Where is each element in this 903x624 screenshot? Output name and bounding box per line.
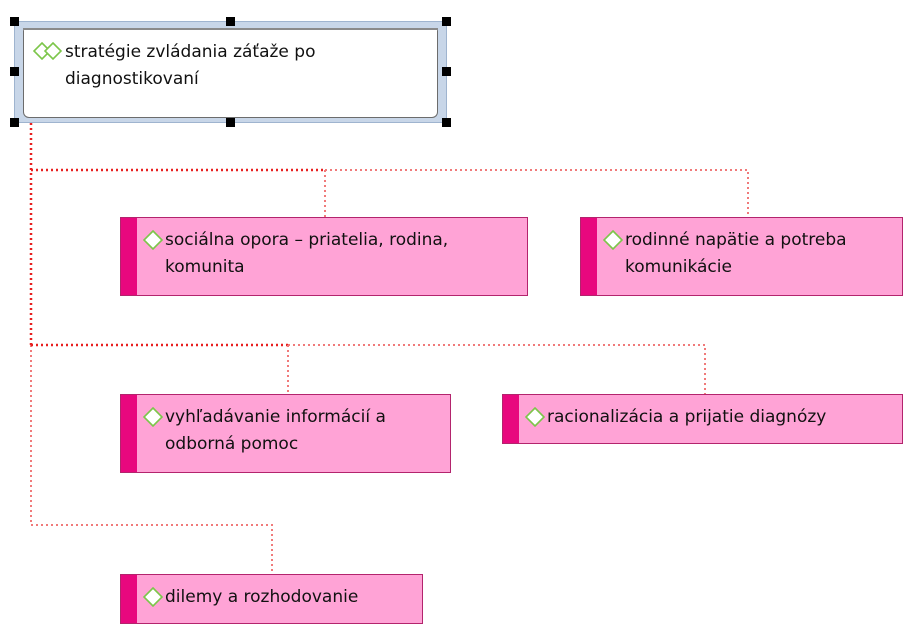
double-diamond-icon [33,42,63,60]
resize-handle-top-right[interactable] [442,17,451,26]
node-label: rodinné napätie a potreba komunikácie [625,230,847,277]
root-node-label: stratégie zvládania záťaže po diagnostik… [65,42,316,89]
diamond-icon [143,407,163,427]
node-rodinne-napatie[interactable]: rodinné napätie a potreba komunikácie [580,217,903,296]
diamond-icon [603,230,623,250]
root-node-content: stratégie zvládania záťaže po diagnostik… [33,39,315,93]
node-socialna-opora[interactable]: sociálna opora – priatelia, rodina, komu… [120,217,528,296]
root-node-topline [23,28,438,30]
diamond-icon [143,587,163,607]
node-dilemy-rozhodovanie[interactable]: dilemy a rozhodovanie [120,574,423,624]
node-accent-bar [503,395,519,443]
connector-branch-3 [31,524,273,575]
node-label: racionalizácia a prijatie diagnózy [547,407,827,427]
connector-branch-2b [287,344,706,395]
resize-handle-bottom[interactable] [226,118,235,127]
node-accent-bar [121,395,137,472]
node-accent-bar [121,218,137,295]
diamond-icon [143,230,163,250]
resize-handle-bottom-left[interactable] [10,118,19,127]
resize-handle-left[interactable] [10,67,19,76]
node-accent-bar [581,218,597,295]
diamond-icon [525,407,545,427]
resize-handle-top[interactable] [226,17,235,26]
root-node[interactable]: stratégie zvládania záťaže po diagnostik… [14,21,447,123]
node-label: sociálna opora – priatelia, rodina, komu… [165,230,449,277]
node-accent-bar [121,575,137,623]
node-racionalizacia[interactable]: racionalizácia a prijatie diagnózy [502,394,903,444]
connector-branch-1b [324,169,749,218]
node-label: vyhľadávanie informácií a odborná pomoc [165,407,386,454]
node-vyhladavanie-informacii[interactable]: vyhľadávanie informácií a odborná pomoc [120,394,451,473]
resize-handle-right[interactable] [442,67,451,76]
resize-handle-top-left[interactable] [10,17,19,26]
node-label: dilemy a rozhodovanie [165,587,359,607]
resize-handle-bottom-right[interactable] [442,118,451,127]
